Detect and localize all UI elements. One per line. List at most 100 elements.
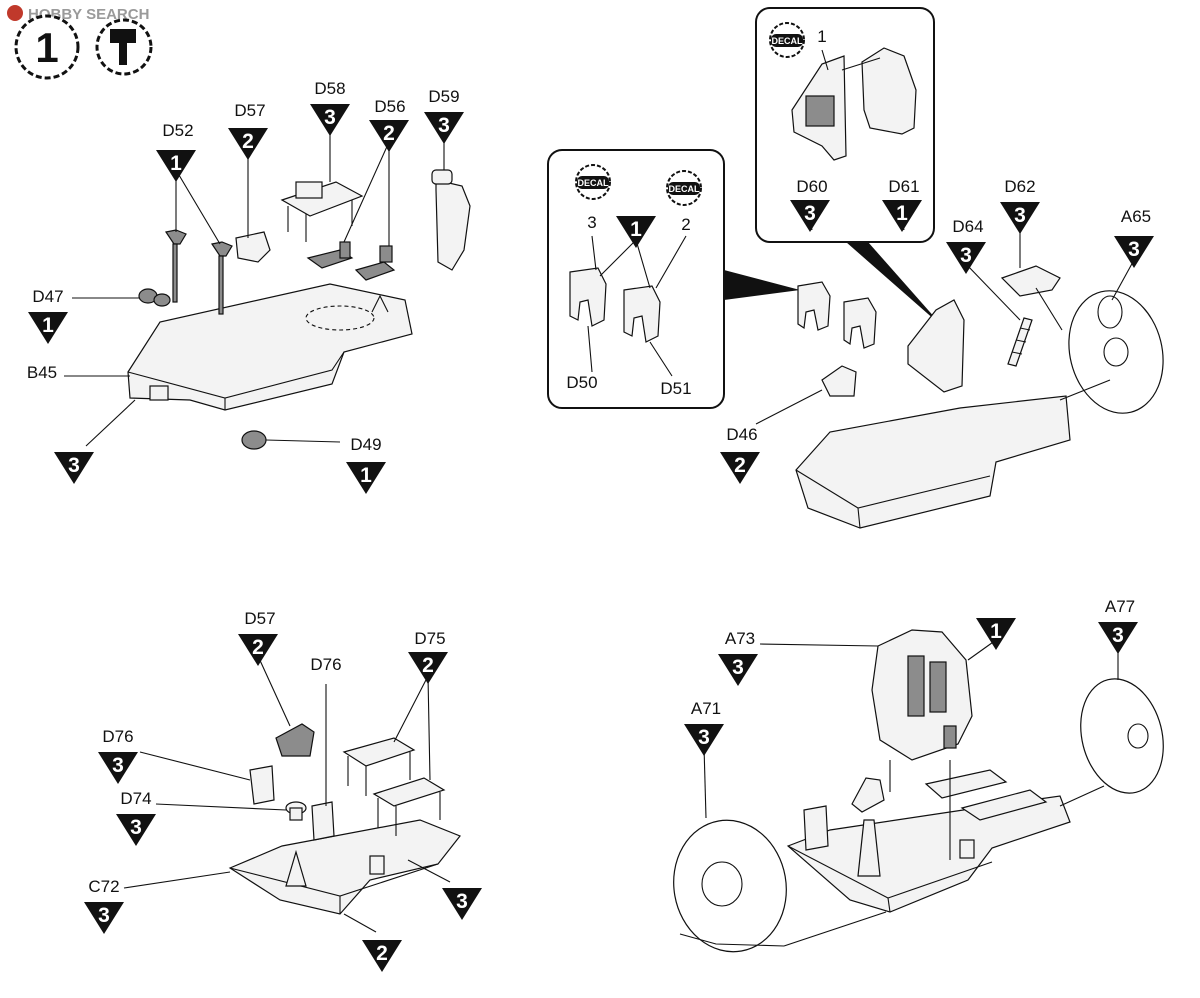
color-marker-number: 1 bbox=[170, 152, 182, 175]
color-marker-floor-stripe: 2 bbox=[362, 940, 402, 972]
table-b bbox=[960, 789, 1048, 821]
part-d64 bbox=[1007, 317, 1033, 367]
seat-pedestal-chair bbox=[851, 777, 885, 813]
svg-text:DECAL: DECAL bbox=[669, 184, 701, 194]
color-marker-triangle bbox=[684, 724, 724, 756]
color-marker-a77: 3 bbox=[1098, 622, 1138, 654]
part-d57-top bbox=[235, 231, 271, 263]
color-marker-d75: 2 bbox=[408, 652, 448, 684]
part-label-d57a: D57 bbox=[234, 101, 265, 120]
part-label-d62: D62 bbox=[1004, 177, 1035, 196]
color-marker-a71: 3 bbox=[684, 724, 724, 756]
decal-number-1: 1 bbox=[817, 27, 826, 46]
color-marker-number: 3 bbox=[960, 244, 972, 267]
decal-number-3: 3 bbox=[587, 213, 596, 232]
color-marker-d57: 2 bbox=[228, 128, 268, 160]
color-marker-triangle bbox=[84, 902, 124, 934]
svg-text:DECAL: DECAL bbox=[578, 178, 610, 188]
part-label-a65: A65 bbox=[1121, 207, 1151, 226]
color-marker-b45: 3 bbox=[54, 452, 94, 484]
floor-block bbox=[149, 385, 169, 401]
color-marker-number: 1 bbox=[990, 620, 1002, 643]
color-marker-number: 3 bbox=[1128, 238, 1140, 261]
color-marker-triangle bbox=[238, 634, 278, 666]
color-marker-triangle bbox=[116, 814, 156, 846]
color-marker-number: 3 bbox=[112, 754, 124, 777]
part-d52 bbox=[165, 229, 233, 315]
color-marker-number: 3 bbox=[1112, 624, 1124, 647]
decal-badge-2: DECAL bbox=[666, 170, 702, 206]
color-marker-number: 3 bbox=[456, 890, 468, 913]
color-marker-number: 3 bbox=[98, 904, 110, 927]
color-marker-number: 2 bbox=[242, 130, 254, 153]
color-marker-number: 2 bbox=[734, 454, 746, 477]
color-marker-d49: 1 bbox=[346, 462, 386, 494]
step-number: 1 bbox=[35, 24, 58, 71]
color-marker-triangle bbox=[1114, 236, 1154, 268]
color-marker-triangle bbox=[369, 120, 409, 152]
part-a73 bbox=[871, 629, 973, 761]
color-marker-number: 2 bbox=[383, 122, 395, 145]
floor-part-c72 bbox=[228, 819, 461, 915]
color-marker-triangle bbox=[720, 452, 760, 484]
part-d57-chair bbox=[275, 723, 315, 757]
part-label-a77: A77 bbox=[1105, 597, 1135, 616]
color-marker-number: 1 bbox=[42, 314, 54, 337]
color-marker-c72: 3 bbox=[84, 902, 124, 934]
part-d60-panel bbox=[805, 95, 835, 127]
part-label-d76a: D76 bbox=[310, 655, 341, 674]
callout-pointer-left bbox=[724, 270, 800, 300]
table-a bbox=[924, 769, 1008, 799]
part-label-a73: A73 bbox=[725, 629, 755, 648]
part-d76-b bbox=[311, 801, 335, 841]
color-marker-d59: 3 bbox=[424, 112, 464, 144]
part-d50 bbox=[569, 267, 607, 327]
color-marker-d62: 3 bbox=[1000, 202, 1040, 234]
color-marker-triangle bbox=[718, 654, 758, 686]
color-marker-number: 3 bbox=[438, 114, 450, 137]
color-marker-d56: 2 bbox=[369, 120, 409, 152]
color-marker-triangle bbox=[362, 940, 402, 972]
seat-installed-1 bbox=[797, 281, 831, 331]
color-marker-triangle bbox=[790, 200, 830, 232]
part-a71 bbox=[673, 819, 787, 953]
part-label-d74: D74 bbox=[120, 789, 151, 808]
decal-number-2: 2 bbox=[681, 215, 690, 234]
callout-pointer-right bbox=[846, 242, 944, 328]
seat-panel-upright bbox=[907, 299, 965, 393]
svg-text:DECAL: DECAL bbox=[772, 36, 804, 46]
color-marker-triangle bbox=[408, 652, 448, 684]
part-d59 bbox=[431, 169, 471, 271]
part-label-d50: D50 bbox=[566, 373, 597, 392]
color-marker-d46: 2 bbox=[720, 452, 760, 484]
color-marker-number: 3 bbox=[68, 454, 80, 477]
step-circle bbox=[14, 14, 80, 80]
color-marker-d74: 3 bbox=[116, 814, 156, 846]
cement-icon bbox=[110, 29, 136, 65]
floor-part-b45 bbox=[127, 283, 413, 411]
color-marker-triangle bbox=[228, 128, 268, 160]
color-marker-number: 2 bbox=[252, 636, 264, 659]
part-label-d60: D60 bbox=[796, 177, 827, 196]
color-marker-triangle bbox=[156, 150, 196, 182]
color-marker-triangle bbox=[946, 242, 986, 274]
color-marker-number: 1 bbox=[630, 218, 642, 241]
floor-main-bottom-right bbox=[786, 795, 1071, 913]
decal-badge-3: DECAL bbox=[575, 164, 611, 200]
part-label-d57b: D57 bbox=[244, 609, 275, 628]
color-marker-triangle bbox=[882, 200, 922, 232]
part-d61 bbox=[861, 47, 917, 135]
seat-pedestal bbox=[857, 819, 881, 877]
part-label-d56: D56 bbox=[374, 97, 405, 116]
part-d74 bbox=[285, 801, 307, 887]
color-marker-number: 3 bbox=[1014, 204, 1026, 227]
color-marker-triangle bbox=[442, 888, 482, 920]
color-marker-d60: 3 bbox=[790, 200, 830, 232]
color-marker-d50-d51: 1 bbox=[616, 216, 656, 248]
color-marker-d47: 1 bbox=[28, 312, 68, 344]
part-a65 bbox=[1068, 290, 1164, 414]
part-d58 bbox=[280, 181, 364, 242]
